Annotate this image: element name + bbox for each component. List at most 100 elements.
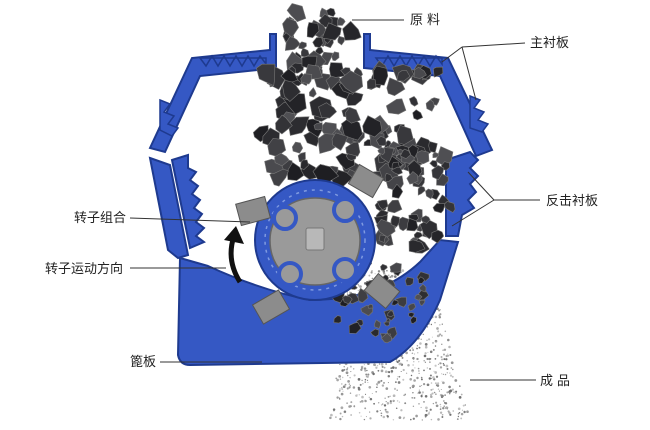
rock: [333, 315, 342, 324]
product-particle: [461, 409, 464, 411]
product-particle: [341, 376, 344, 379]
product-particle: [378, 363, 381, 365]
product-particle: [448, 411, 451, 415]
rock: [396, 70, 411, 82]
product-particle: [397, 376, 399, 378]
product-particle: [432, 348, 435, 351]
product-particle: [357, 387, 361, 391]
product-particle: [428, 367, 432, 370]
product-particle: [382, 403, 384, 405]
product-particle: [341, 415, 344, 418]
product-particle: [387, 403, 389, 405]
product-particle: [364, 407, 367, 410]
product-particle: [421, 385, 423, 387]
leader-main-liner-a: [461, 42, 526, 48]
product-particle: [336, 396, 339, 399]
product-particle: [342, 390, 344, 392]
product-particle: [418, 391, 421, 394]
rock: [341, 116, 363, 141]
rock: [380, 263, 388, 271]
product-particle: [413, 396, 416, 399]
rock: [326, 7, 336, 17]
product-particle: [388, 371, 391, 374]
product-particle: [358, 411, 361, 414]
leader-impact-liner-c: [451, 199, 495, 227]
product-particle: [386, 415, 389, 418]
product-particle: [431, 392, 434, 395]
product-particle: [390, 367, 393, 370]
product-particle: [376, 386, 378, 388]
product-particle: [370, 271, 373, 274]
product-particle: [441, 343, 443, 345]
product-particle: [449, 413, 452, 416]
product-particle: [426, 367, 428, 369]
rock: [374, 319, 381, 329]
rock: [376, 199, 389, 211]
product-particle: [434, 358, 437, 360]
rock: [390, 166, 403, 175]
rock: [418, 299, 426, 306]
product-particle: [444, 330, 447, 333]
product-particle: [385, 400, 387, 403]
product-particle: [435, 401, 438, 404]
product-particle: [418, 389, 420, 391]
product-particle: [329, 416, 332, 420]
product-particle: [374, 273, 376, 275]
product-particle: [386, 269, 388, 272]
product-particle: [338, 389, 341, 392]
product-particle: [439, 408, 442, 410]
product-particle: [445, 364, 449, 368]
rock: [417, 185, 426, 196]
product-particle: [463, 410, 466, 414]
rock: [432, 151, 439, 159]
product-particle: [447, 353, 449, 355]
product-particle: [360, 368, 363, 371]
product-particle: [402, 378, 405, 381]
product-particle: [385, 363, 388, 365]
product-particle: [443, 364, 445, 366]
product-particle: [441, 323, 443, 325]
product-particle: [428, 377, 432, 380]
label-rotor-direction: 转子运动方向: [45, 262, 124, 277]
product-particle: [435, 404, 439, 408]
rock: [420, 215, 431, 224]
product-particle: [364, 369, 366, 371]
product-particle: [411, 347, 414, 350]
product-particle: [369, 417, 372, 420]
blow-bar-right: [363, 272, 401, 310]
product-particle: [355, 394, 358, 397]
product-particle: [437, 418, 440, 421]
product-particle: [411, 352, 414, 355]
rock: [321, 22, 342, 41]
product-particle: [444, 394, 446, 396]
right-liner-teeth: [374, 54, 443, 68]
product-particle: [411, 385, 414, 387]
product-particle: [338, 375, 342, 378]
product-particle: [357, 284, 360, 287]
product-particle: [368, 274, 371, 277]
product-particle: [349, 392, 352, 394]
product-particle: [389, 276, 392, 279]
product-particle: [433, 370, 435, 372]
product-particle: [419, 342, 422, 345]
product-particle: [363, 367, 367, 370]
label-product: 成品: [540, 374, 575, 389]
product-particle: [429, 393, 433, 397]
product-particle: [382, 270, 386, 273]
product-particle: [371, 392, 373, 395]
product-particle: [345, 368, 348, 371]
product-particle: [442, 381, 445, 385]
product-particle: [441, 380, 443, 382]
leader-main-liner-b: [441, 46, 463, 63]
product-particle: [377, 369, 380, 372]
product-particle: [412, 349, 414, 351]
product-particle: [383, 366, 386, 369]
product-particle: [432, 376, 435, 379]
product-particle: [401, 356, 404, 359]
rock: [418, 283, 427, 293]
product-particle: [424, 343, 428, 346]
product-particle: [452, 368, 454, 371]
product-particle: [336, 378, 339, 382]
product-particle: [410, 374, 413, 377]
product-particle: [446, 367, 449, 371]
